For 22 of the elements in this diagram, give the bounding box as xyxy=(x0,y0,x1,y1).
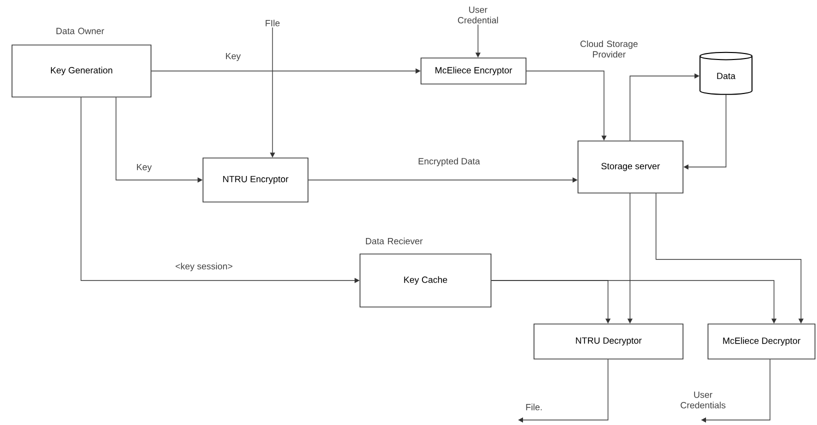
edge-label: Key xyxy=(224,52,242,62)
arrow xyxy=(518,359,608,423)
database-cylinder: Data xyxy=(700,52,752,95)
process-box: Key Cache xyxy=(360,254,492,308)
edge-label: <key session> xyxy=(174,262,234,272)
edge-label: File. xyxy=(524,402,544,412)
group-heading: Cloud Storage Provider xyxy=(580,40,638,58)
heading-text: Data Owner xyxy=(56,28,104,34)
input-text: User Credential xyxy=(458,6,498,24)
process-box: McEliece Decryptor xyxy=(708,324,816,360)
process-box: Key Generation xyxy=(12,44,152,98)
process-box: McEliece Encryptor xyxy=(420,58,526,84)
input-text: FIle xyxy=(266,20,280,26)
process-box: NTRU Encryptor xyxy=(202,158,308,202)
process-box: NTRU Decryptor xyxy=(534,324,684,360)
heading-text: Data Reciever xyxy=(366,238,423,244)
arrow xyxy=(630,73,700,141)
process-box: Storage server xyxy=(578,140,684,194)
edge-label: User Credentials xyxy=(674,390,732,410)
edge-label: Encrypted Data xyxy=(416,156,482,168)
arrow xyxy=(701,359,770,423)
edge-label: Key xyxy=(135,162,153,174)
